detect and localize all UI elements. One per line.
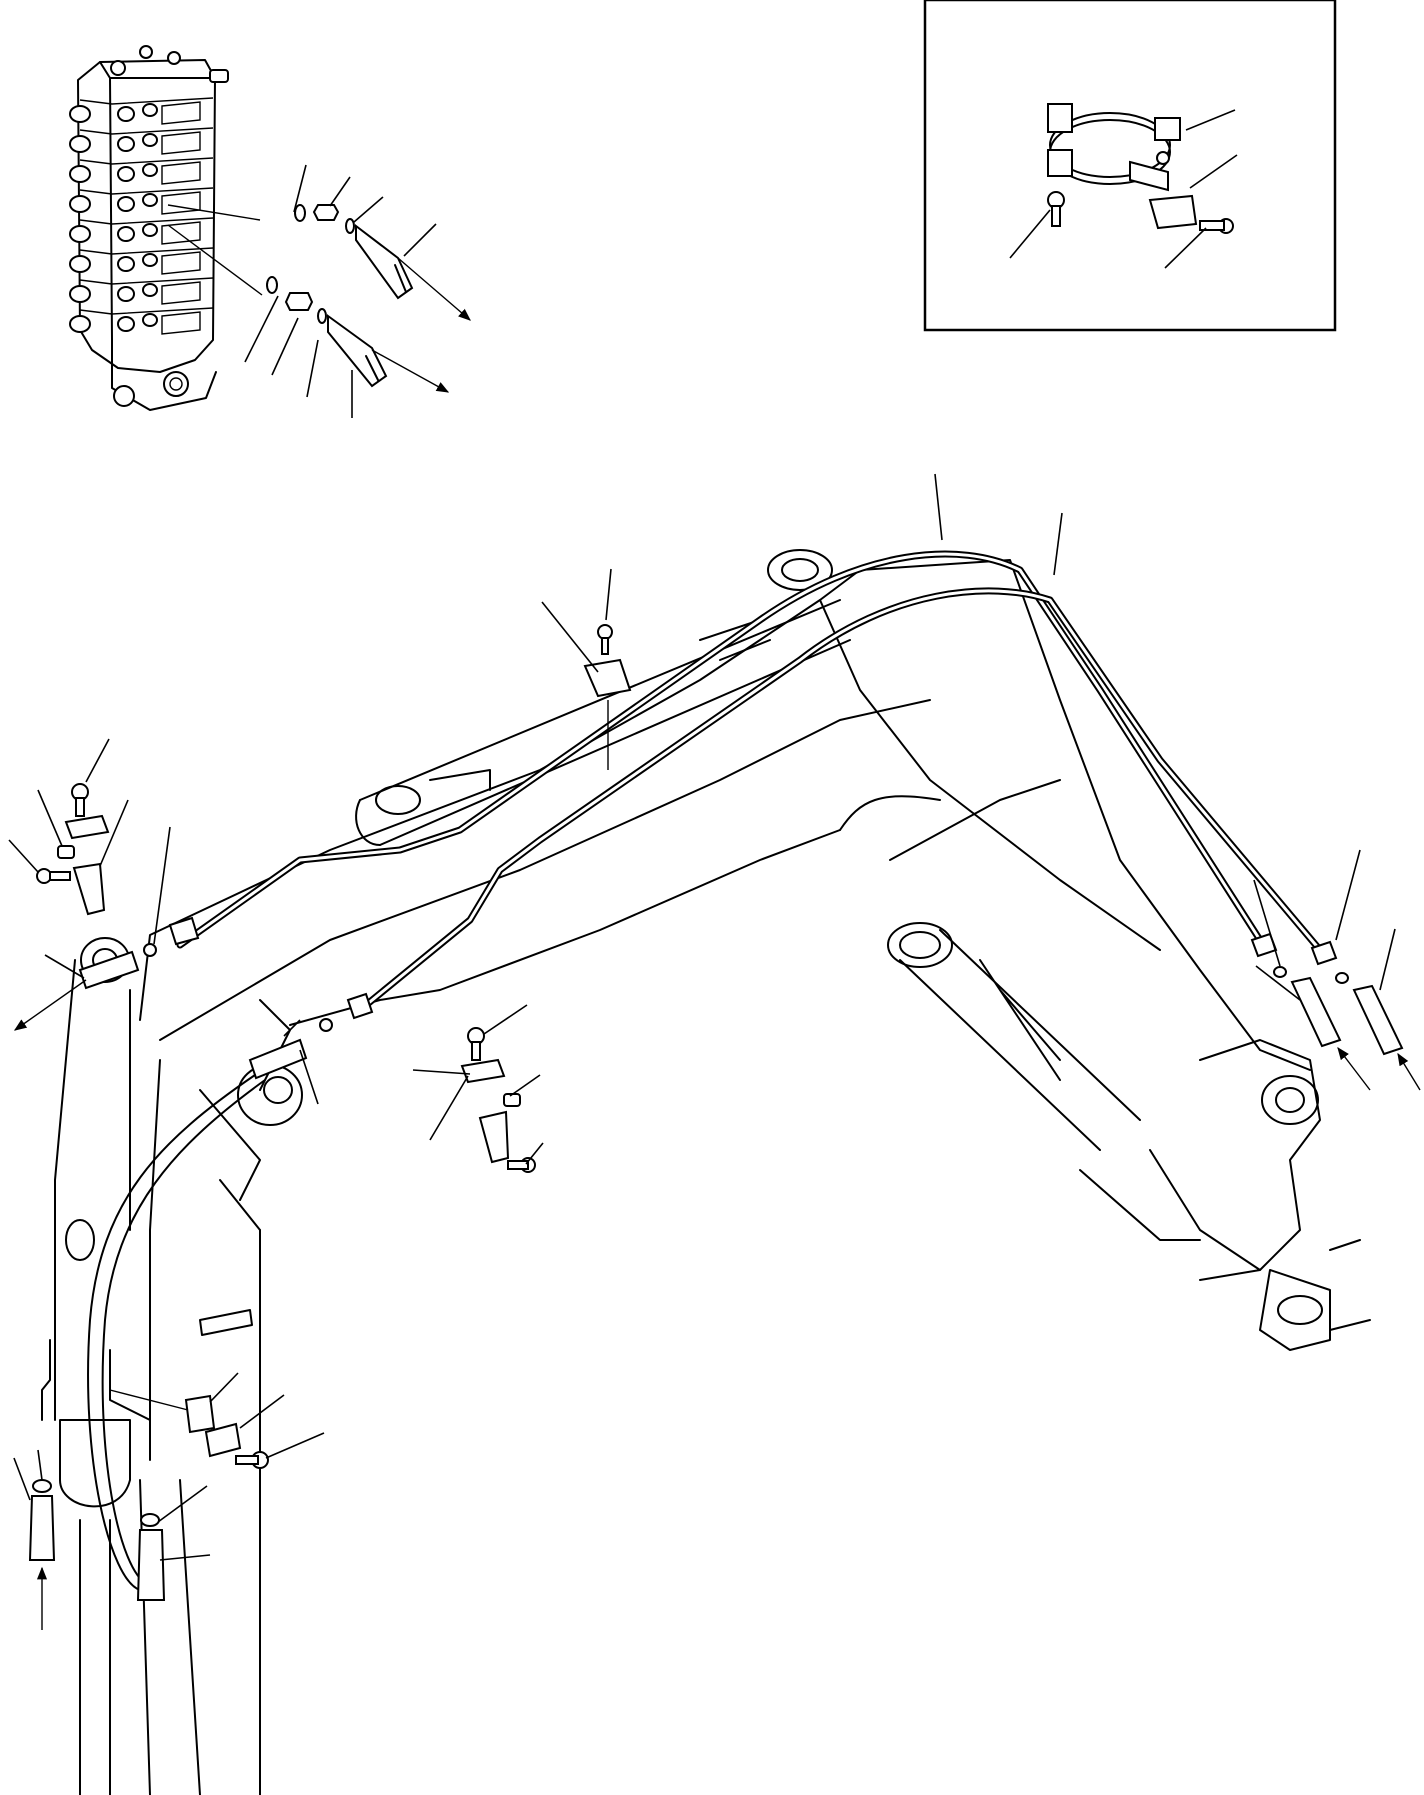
callout-leader <box>483 1004 528 1035</box>
callout-leader <box>541 601 599 673</box>
callout-leader <box>525 1142 544 1165</box>
callout-leader <box>1253 879 1281 967</box>
callout-leader <box>1255 965 1301 1001</box>
callout-leader <box>329 176 351 207</box>
valve-port <box>117 196 135 212</box>
valve-port <box>117 316 135 332</box>
callout-leader <box>8 839 39 873</box>
pipe-clamp-middle <box>460 1027 536 1173</box>
callout-leader <box>306 339 319 398</box>
valve-port <box>142 103 158 117</box>
control-valve <box>69 45 263 411</box>
valve-port <box>117 106 135 122</box>
callout-leader <box>159 1554 211 1561</box>
valve-port <box>69 135 91 153</box>
callout-leader <box>37 789 63 847</box>
valve-port <box>117 226 135 242</box>
callout-leader <box>509 1074 541 1097</box>
boom-pipe-a <box>176 550 1264 949</box>
callout-leader <box>412 1069 471 1075</box>
arm-fittings <box>28 1339 166 1630</box>
valve-port <box>142 253 158 267</box>
valve-port <box>69 225 91 243</box>
callout-leader <box>1379 928 1396 991</box>
callout-leader <box>265 1432 325 1459</box>
pipe-clamp-left <box>36 783 110 916</box>
callout-leader <box>271 317 299 376</box>
valve-upper-fittings <box>294 204 471 321</box>
valve-port <box>142 283 158 297</box>
callout-leader <box>37 1449 43 1481</box>
valve-port <box>69 195 91 213</box>
callout-leader <box>1053 512 1063 576</box>
valve-port <box>69 285 91 303</box>
valve-port <box>69 255 91 273</box>
callout-leader <box>209 1372 239 1403</box>
valve-port <box>142 313 158 327</box>
left-fittings <box>13 916 374 1591</box>
inset-clamp-detail <box>923 0 1337 332</box>
callout-leader <box>605 568 612 621</box>
callout-leader <box>1164 227 1207 269</box>
callout-leader <box>1009 209 1051 259</box>
valve-port <box>142 133 158 147</box>
callout-leader <box>157 1485 208 1523</box>
callout-leader <box>403 223 437 257</box>
boom-pipe-b <box>356 587 1324 1014</box>
valve-port <box>142 223 158 237</box>
valve-port <box>142 193 158 207</box>
callout-leader <box>239 1394 285 1429</box>
boom-structure <box>54 549 1371 1795</box>
callout-leader <box>1185 109 1236 131</box>
callout-leader <box>153 826 171 945</box>
callout-leader <box>244 295 279 363</box>
callout-leader <box>293 164 307 213</box>
callout-leader <box>1189 154 1238 189</box>
callout-leader <box>353 196 384 223</box>
valve-lower-fittings <box>266 276 450 393</box>
valve-port <box>117 286 135 302</box>
valve-port <box>117 256 135 272</box>
valve-port <box>69 105 91 123</box>
callout-leader <box>429 1075 469 1141</box>
callout-leader <box>934 473 943 541</box>
valve-port <box>69 165 91 183</box>
right-fittings <box>1250 932 1421 1091</box>
callout-leader <box>13 1457 31 1501</box>
callout-leaders <box>8 109 1396 1561</box>
valve-port <box>69 315 91 333</box>
valve-port <box>117 166 135 182</box>
callout-leader <box>99 799 129 867</box>
callout-leader <box>85 738 110 783</box>
pipe-clamp-arm <box>109 1389 269 1469</box>
callout-leader <box>283 1019 301 1037</box>
valve-port <box>142 163 158 177</box>
callout-leader <box>44 954 85 979</box>
valve-port <box>117 136 135 152</box>
callout-leader <box>299 1049 319 1105</box>
callout-leader <box>1335 849 1361 941</box>
